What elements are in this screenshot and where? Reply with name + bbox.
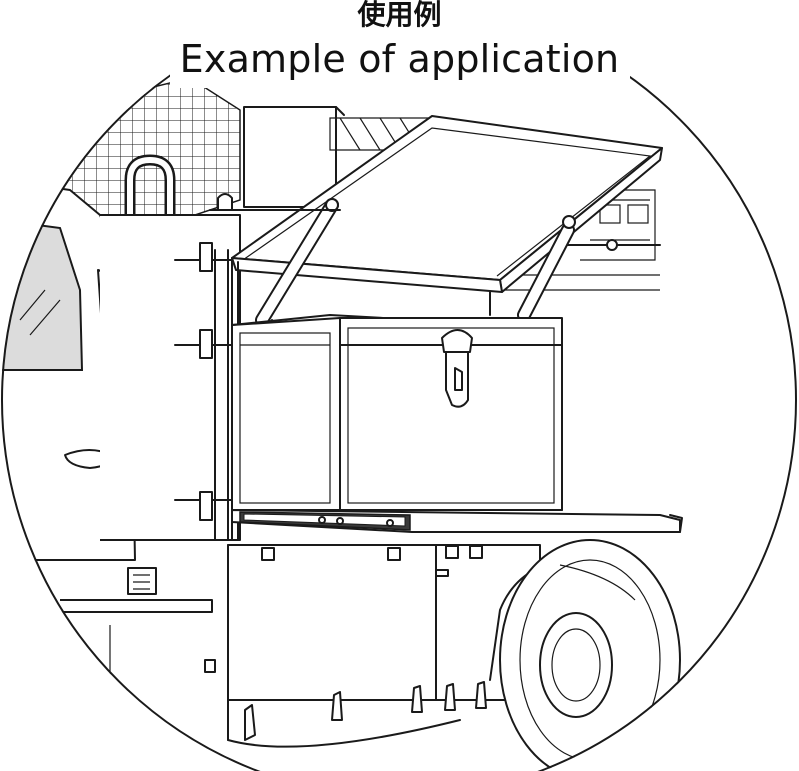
- caption-title-ja: 使用例: [357, 0, 442, 31]
- caption-backing: [170, 0, 630, 88]
- truck-body: [100, 214, 541, 741]
- bottom-hooks: [227, 681, 487, 748]
- grab-handle: [127, 156, 173, 333]
- latch-icon: [441, 329, 473, 353]
- caption-title-en: Example of application: [179, 37, 620, 81]
- slide-rail: [231, 509, 683, 533]
- tool-box: [231, 314, 563, 511]
- gas-struts: [231, 198, 576, 391]
